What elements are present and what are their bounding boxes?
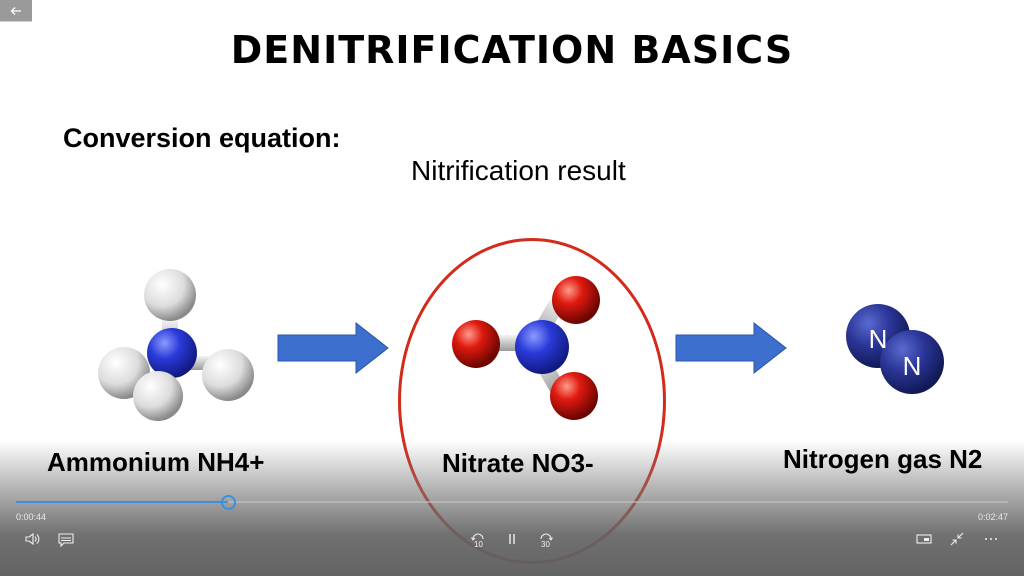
nitrogen-gas-molecule-image: N N [846,304,944,394]
media-controls: 0:00:44 0:02:47 10 30 [0,490,1024,576]
rewind-icon: 10 [471,533,484,548]
arrow-right-icon [675,322,787,374]
ammonium-label: Ammonium NH4+ [47,447,265,477]
arrow-right-icon [277,322,389,374]
pause-icon [509,534,515,544]
ammonium-molecule-image [98,269,254,421]
forward-icon: 30 [540,533,553,548]
more-options-button[interactable] [980,528,1002,550]
back-button[interactable] [0,0,32,22]
seek-bar[interactable] [16,495,1008,510]
seek-bar-progress [16,501,229,503]
total-time: 0:02:47 [977,512,1008,522]
rewind-10-button[interactable]: 10 [467,528,489,550]
mini-view-button[interactable] [913,528,935,550]
slide-title: DENITRIFICATION BASICS [230,28,794,72]
n-atom-letter: N [903,351,922,381]
mini-view-icon [916,534,932,544]
forward-seconds: 30 [541,540,550,548]
seek-thumb[interactable] [221,495,237,510]
nitrogen-gas-label: Nitrogen gas N2 [783,444,983,474]
slide-subtitle: Conversion equation: [63,123,341,153]
captions-button[interactable] [55,528,77,550]
volume-icon [25,532,40,546]
elapsed-time: 0:00:44 [16,512,47,522]
more-icon [985,538,997,540]
n-atom-letter: N [869,324,888,354]
arrow-left-icon [10,6,21,15]
highlight-caption: Nitrification result [411,155,626,186]
exit-fullscreen-button[interactable] [946,528,968,550]
volume-button[interactable] [21,528,43,550]
nitrate-label: Nitrate NO3- [442,448,594,478]
play-pause-button[interactable] [501,528,523,550]
rewind-seconds: 10 [474,540,483,548]
forward-30-button[interactable]: 30 [535,528,557,550]
captions-icon [58,533,74,548]
exit-fullscreen-icon [950,532,964,546]
